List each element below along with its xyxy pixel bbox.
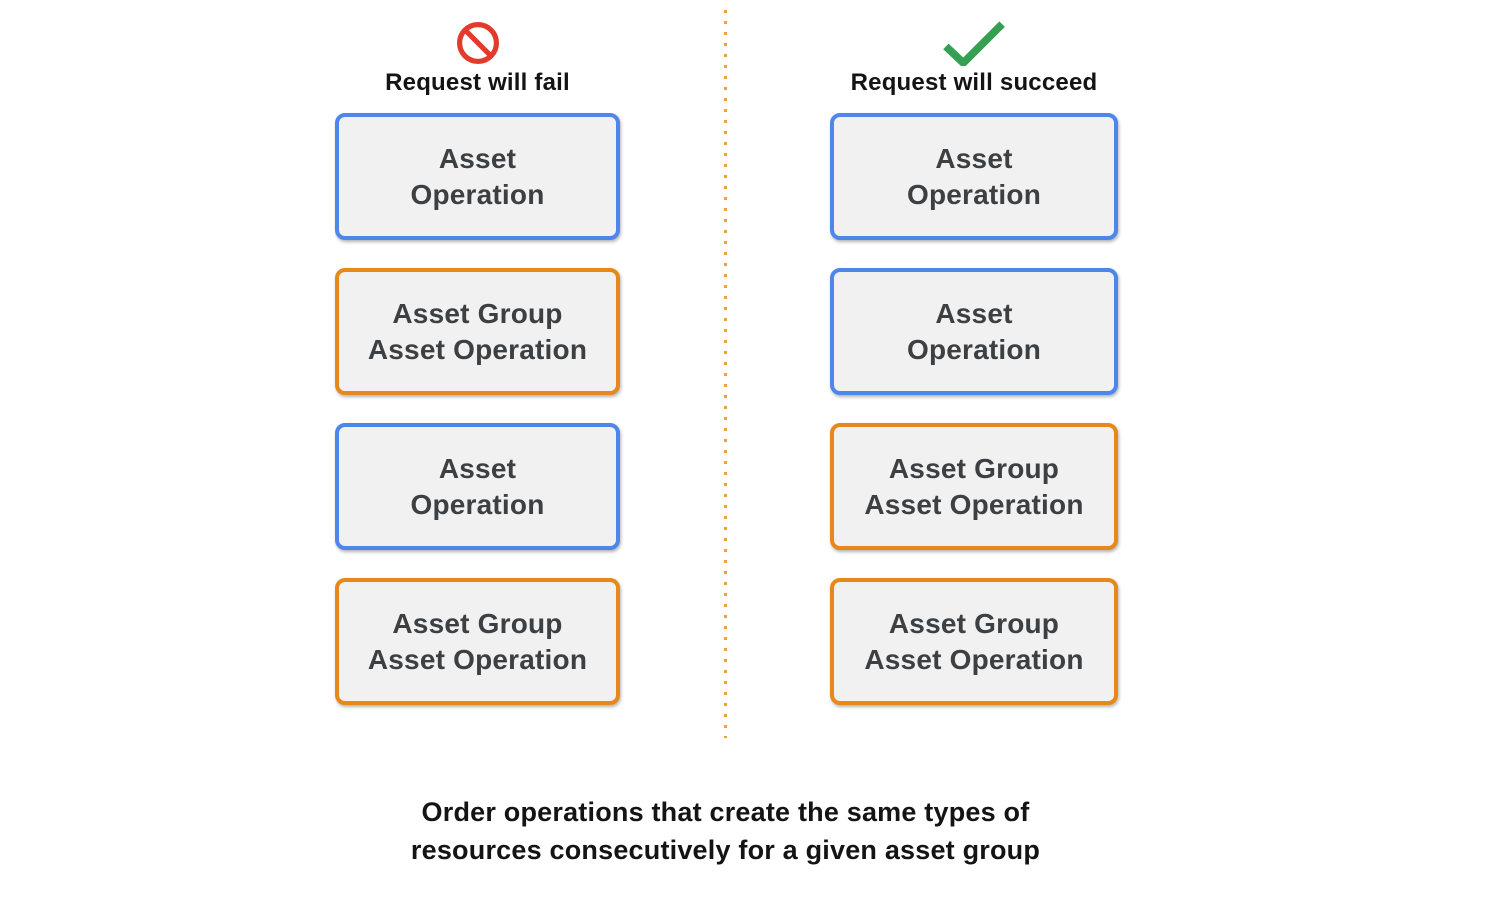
- box-label-line: Asset: [438, 142, 517, 174]
- fail-column: Request will fail Asset Operation Asset …: [335, 20, 620, 733]
- box-label-line: Asset: [438, 452, 517, 484]
- succeed-column: Request will succeed Asset Operation Ass…: [830, 20, 1118, 733]
- caption-line: Order operations that create the same ty…: [421, 797, 1030, 827]
- succeed-column-header: Request will succeed: [830, 20, 1118, 113]
- fail-column-title: Request will fail: [385, 69, 570, 96]
- box-label-line: Operation: [410, 488, 545, 520]
- asset-group-asset-operation-box: Asset Group Asset Operation: [830, 578, 1118, 705]
- asset-operation-box: Asset Operation: [335, 113, 620, 240]
- caption-line: resources consecutively for a given asse…: [410, 835, 1041, 865]
- no-entry-icon: [455, 20, 501, 66]
- box-label-line: Asset Operation: [367, 643, 588, 675]
- box-label-line: Operation: [906, 333, 1042, 365]
- asset-operation-box: Asset Operation: [335, 423, 620, 550]
- asset-operation-box: Asset Operation: [830, 113, 1118, 240]
- box-label-line: Asset Group: [392, 607, 563, 639]
- checkmark-icon: [942, 21, 1006, 69]
- box-label-line: Asset Group: [888, 607, 1060, 639]
- box-label-line: Asset Operation: [864, 488, 1084, 520]
- box-label-line: Asset Group: [392, 297, 563, 329]
- succeed-column-title: Request will succeed: [850, 69, 1098, 96]
- column-divider: [724, 10, 727, 738]
- box-label-line: Asset: [935, 142, 1013, 174]
- box-label-line: Asset: [935, 297, 1013, 329]
- diagram-caption: Order operations that create the same ty…: [0, 793, 1451, 869]
- asset-group-asset-operation-box: Asset Group Asset Operation: [830, 423, 1118, 550]
- asset-group-asset-operation-box: Asset Group Asset Operation: [335, 268, 620, 395]
- box-label-line: Asset Operation: [367, 333, 588, 365]
- box-label-line: Operation: [410, 178, 545, 210]
- box-label-line: Operation: [906, 178, 1042, 210]
- box-label-line: Asset Group: [888, 452, 1060, 484]
- asset-operation-box: Asset Operation: [830, 268, 1118, 395]
- asset-group-asset-operation-box: Asset Group Asset Operation: [335, 578, 620, 705]
- box-label-line: Asset Operation: [864, 643, 1084, 675]
- fail-column-header: Request will fail: [335, 20, 620, 113]
